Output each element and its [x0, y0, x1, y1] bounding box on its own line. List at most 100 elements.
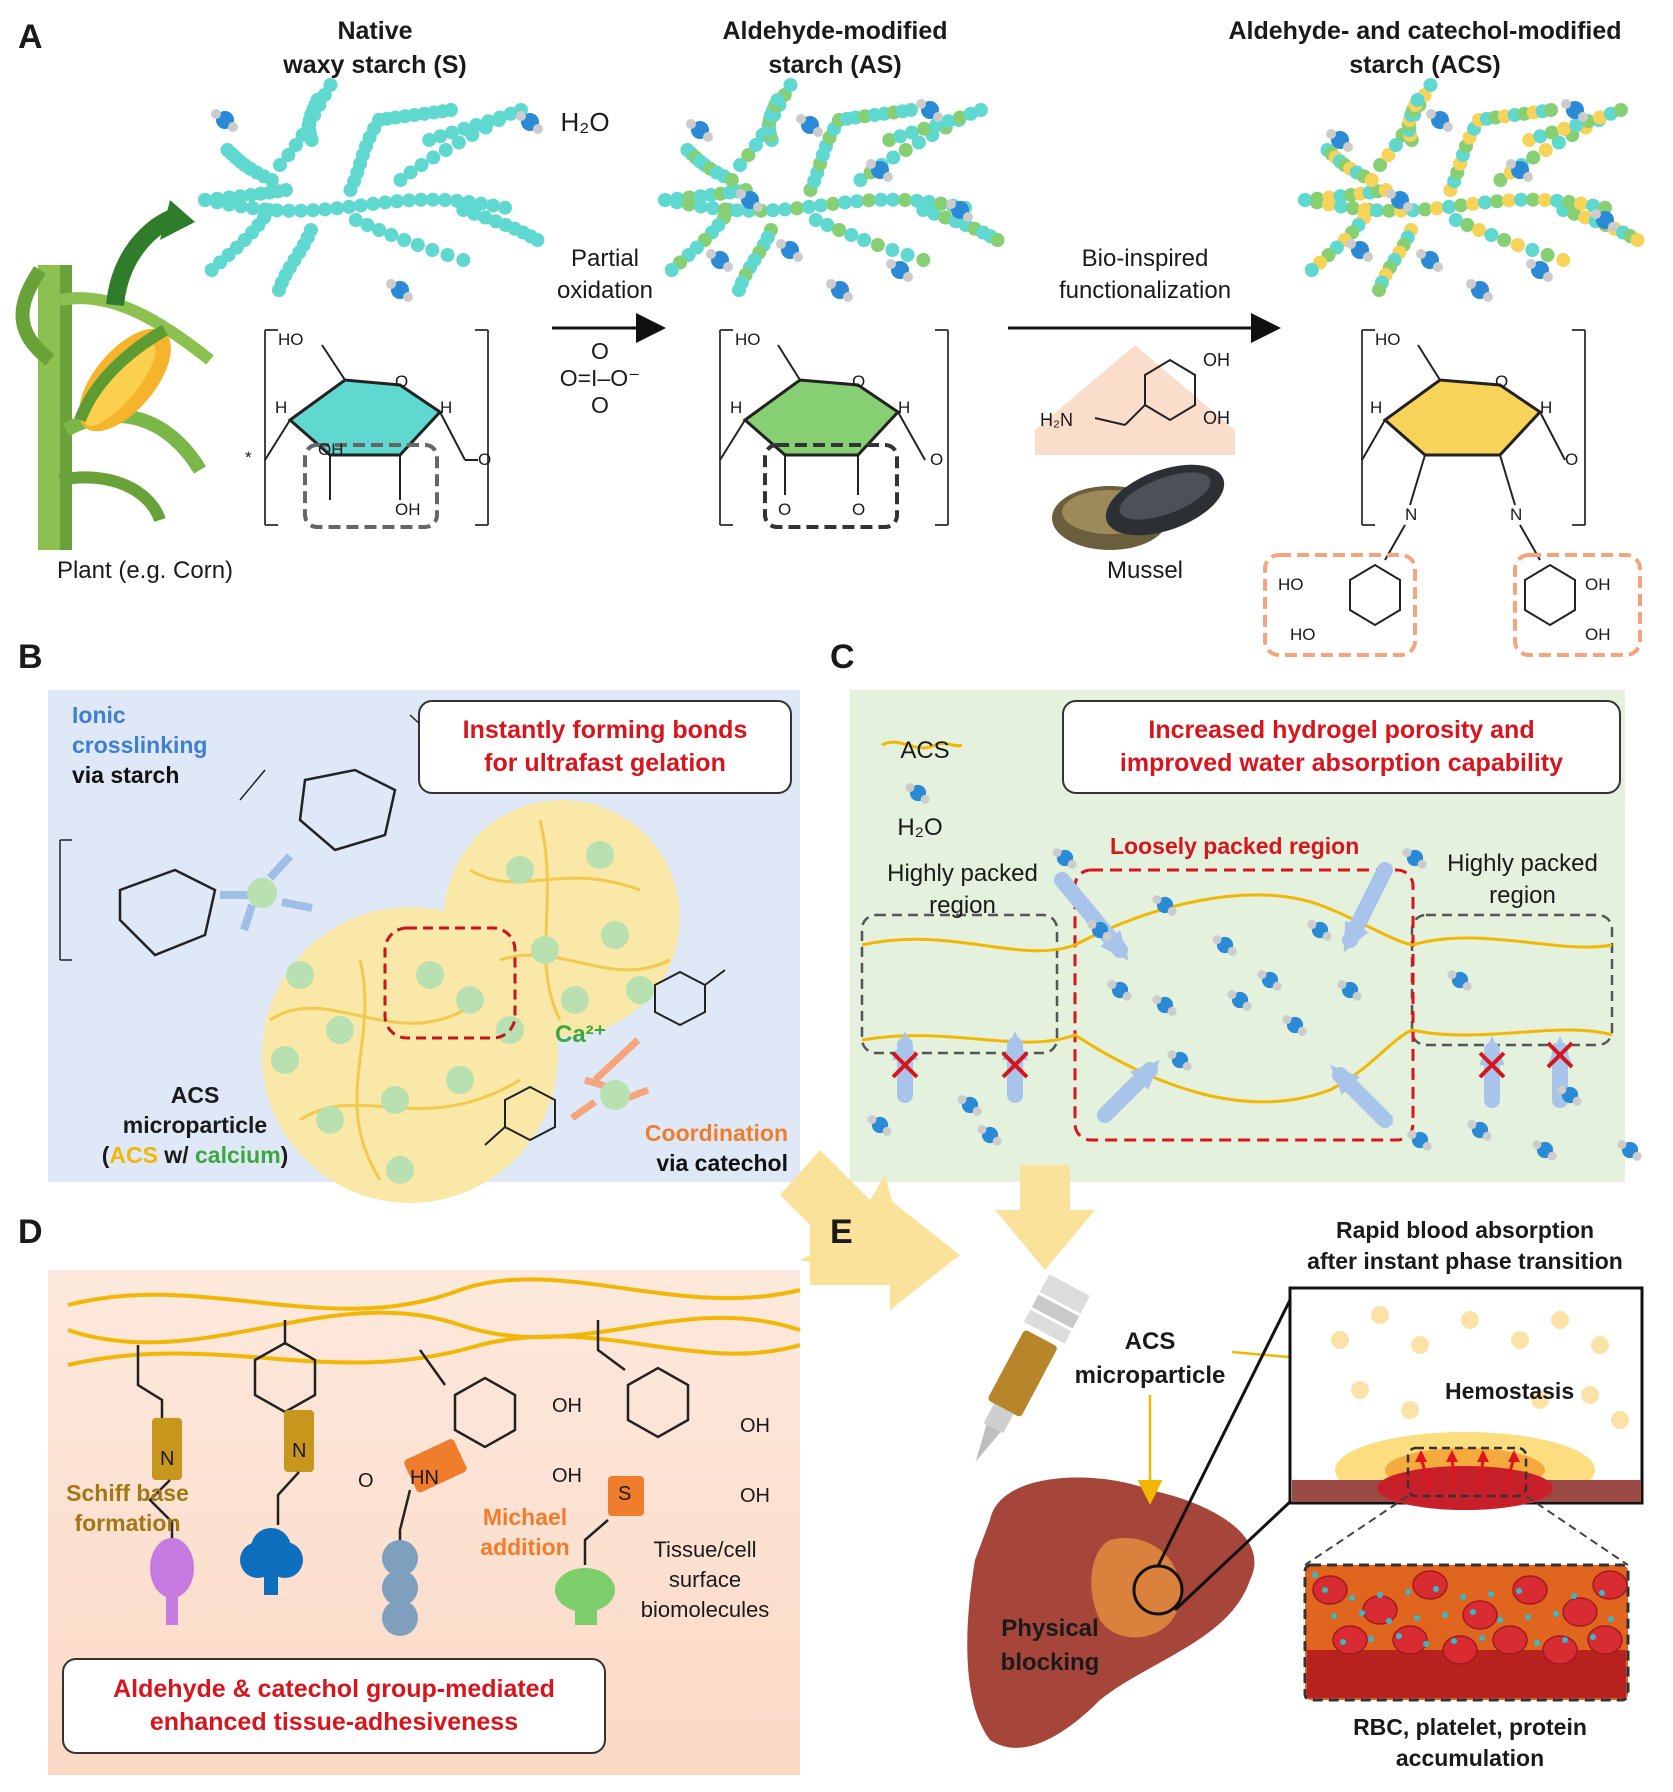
starch-bead — [233, 189, 248, 204]
absorption-arrow — [1478, 1457, 1485, 1489]
water-h — [736, 189, 746, 199]
water-h — [1386, 189, 1396, 199]
calcium-ion — [316, 1106, 344, 1134]
starch-bead — [990, 233, 1005, 247]
rbc-accumulation-label: RBC, platelet, protein accumulation — [1353, 1714, 1587, 1771]
water-h — [1363, 252, 1373, 262]
protein-bead — [1608, 1616, 1614, 1622]
panel-b-starch-rings — [59, 714, 471, 961]
water-h — [1403, 202, 1413, 212]
starch-bead — [425, 243, 440, 257]
starch-bead — [1372, 283, 1386, 297]
starch-bead — [938, 210, 953, 225]
water-h — [796, 114, 806, 124]
water-h — [1227, 946, 1237, 956]
starch-bead — [467, 206, 482, 221]
acs-n-2: N — [1510, 505, 1523, 524]
water-h — [753, 202, 763, 212]
starch-bead — [318, 202, 332, 217]
native-starch-title: Native waxy starch (S) — [283, 17, 467, 79]
starch-bead — [664, 263, 679, 277]
starch-bead — [732, 283, 747, 297]
calcium-ion — [386, 1156, 414, 1184]
protein-bead — [1460, 1594, 1466, 1600]
water-legend-label: H₂O — [897, 814, 943, 841]
starch-bead — [270, 203, 284, 218]
water-h — [723, 262, 733, 272]
water-flow-arrowhead — [1479, 1036, 1505, 1066]
acs-n-1: N — [1405, 505, 1418, 524]
starch-bead — [1298, 193, 1312, 207]
panel-label-a: A — [18, 18, 43, 56]
starch-bead — [790, 201, 804, 216]
starch-bead — [1550, 193, 1564, 208]
water-h — [403, 292, 413, 302]
starch-bead — [1490, 194, 1504, 209]
panel-label-d: D — [18, 1213, 43, 1251]
water-h — [1212, 935, 1222, 945]
starch-bead — [853, 173, 868, 187]
starch-bead — [1493, 173, 1508, 187]
water-h — [933, 112, 943, 122]
water-h — [813, 127, 823, 137]
water-h — [1422, 1141, 1432, 1151]
particle-dot — [1331, 1331, 1349, 1349]
starch-bead — [1418, 202, 1432, 217]
acs-ring-o: O — [1495, 372, 1509, 391]
starch-bead — [1388, 138, 1403, 152]
water-h — [1326, 129, 1336, 139]
protein-bead — [1590, 1634, 1596, 1640]
water-h — [1122, 991, 1132, 1001]
water-h — [1152, 895, 1162, 905]
starch-bead — [354, 198, 368, 213]
starch-bead — [904, 125, 919, 140]
schiff-n-2: N — [292, 1440, 307, 1462]
starch-bead — [1540, 248, 1555, 262]
acs-h-2: H — [1540, 398, 1553, 417]
acs-cat-oh-2: OH — [1585, 625, 1611, 644]
water-h — [228, 122, 238, 132]
starch-bead — [1448, 213, 1463, 227]
starch-bead — [378, 195, 392, 210]
water-h — [1417, 859, 1427, 869]
starch-bead — [492, 110, 507, 125]
starch-bead — [778, 202, 792, 217]
protein-bead — [1488, 1591, 1494, 1597]
starch-bead — [770, 93, 785, 107]
calcium-label: Ca²⁺ — [555, 1021, 607, 1048]
starch-bead — [916, 253, 931, 267]
starch-bead — [670, 195, 684, 210]
s-oh-2: OH — [395, 500, 421, 519]
water-h — [1572, 1096, 1582, 1106]
particle-dot — [1371, 1306, 1389, 1324]
s-ring-o: O — [395, 372, 409, 391]
water-h — [1343, 142, 1353, 152]
particle-dot — [1511, 1331, 1529, 1349]
michael-oh-1: OH — [552, 1395, 582, 1417]
starch-bead — [1333, 189, 1348, 204]
starch-bead — [390, 194, 404, 209]
protein-bead — [1451, 1638, 1457, 1644]
water-h — [1307, 920, 1317, 930]
water-h — [1087, 920, 1097, 930]
starch-bead — [1382, 203, 1396, 218]
water-h — [776, 239, 786, 249]
starch-bead — [1557, 121, 1572, 136]
acs-title: Aldehyde- and catechol-modified starch (… — [1228, 17, 1622, 79]
starch-bead — [952, 110, 967, 125]
red-blood-cell — [1442, 1635, 1478, 1665]
quinone-o: O — [358, 1470, 374, 1492]
water-h — [1483, 292, 1493, 302]
starch-bead — [310, 93, 325, 107]
starch-bead — [1630, 233, 1645, 247]
dopamine-oh-2: OH — [1203, 408, 1230, 428]
starch-bead — [1358, 202, 1372, 217]
starch-bead — [264, 173, 279, 187]
absorption-arrow — [1450, 1457, 1457, 1489]
water-h — [1557, 1085, 1567, 1095]
as-ring-o: O — [852, 372, 866, 391]
starch-bead — [360, 218, 375, 232]
starch-bead — [814, 198, 828, 213]
as-link-o: O — [930, 450, 944, 469]
starch-bead — [1522, 133, 1537, 147]
